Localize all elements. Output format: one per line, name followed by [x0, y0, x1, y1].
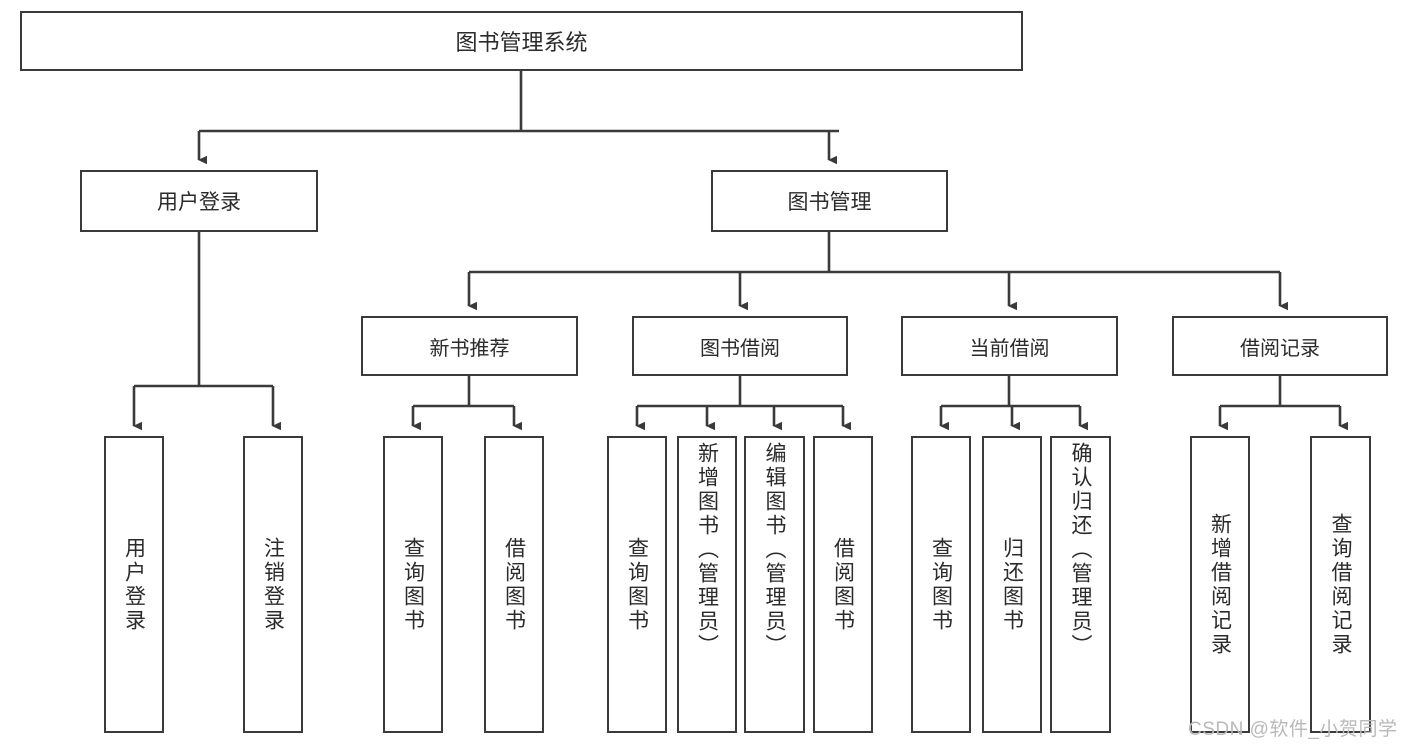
leaf-borrow-books[interactable]: 借阅图书	[813, 436, 873, 733]
node-current-borrowing[interactable]: 当前借阅	[901, 316, 1118, 376]
leaf-add-book-admin-label: 新增图书（管理员）	[695, 442, 719, 658]
leaf-query-books-current-label: 查询图书	[929, 536, 953, 633]
leaf-query-books-current[interactable]: 查询图书	[911, 436, 971, 733]
node-root[interactable]: 图书管理系统	[20, 11, 1023, 71]
node-new-book-recommendation[interactable]: 新书推荐	[361, 316, 578, 376]
leaf-borrow-books-label: 借阅图书	[831, 536, 855, 633]
node-new-book-recommendation-label: 新书推荐	[429, 337, 510, 360]
leaf-add-borrow-record-label: 新增借阅记录	[1208, 512, 1232, 657]
leaf-confirm-return-admin-label: 确认归还（管理员）	[1069, 442, 1092, 658]
node-borrow-records[interactable]: 借阅记录	[1172, 316, 1388, 376]
watermark: CSDN @软件_小贺同学	[1188, 719, 1398, 740]
leaf-query-books-recommendation-label: 查询图书	[401, 536, 425, 633]
node-book-management-label: 图书管理	[787, 191, 872, 214]
leaf-query-borrow-record-label: 查询借阅记录	[1329, 512, 1352, 657]
node-user-login-label: 用户登录	[157, 191, 241, 214]
node-user-login[interactable]: 用户登录	[80, 170, 318, 232]
leaf-borrow-books-recommendation[interactable]: 借阅图书	[484, 436, 544, 733]
leaf-query-books-recommendation[interactable]: 查询图书	[383, 436, 443, 733]
node-book-borrowing-label: 图书借阅	[700, 337, 780, 360]
leaf-query-books-borrowing[interactable]: 查询图书	[607, 436, 667, 733]
leaf-return-books-label: 归还图书	[1000, 536, 1024, 633]
node-book-management[interactable]: 图书管理	[711, 170, 948, 232]
leaf-user-login-label: 用户登录	[122, 536, 146, 633]
leaf-edit-book-admin-label: 编辑图书（管理员）	[763, 442, 786, 658]
leaf-return-books[interactable]: 归还图书	[982, 436, 1042, 733]
leaf-add-book-admin[interactable]: 新增图书（管理员）	[677, 436, 737, 733]
leaf-add-borrow-record[interactable]: 新增借阅记录	[1190, 436, 1250, 733]
leaf-borrow-books-recommendation-label: 借阅图书	[502, 536, 526, 633]
leaf-user-login[interactable]: 用户登录	[104, 436, 164, 733]
node-borrow-records-label: 借阅记录	[1240, 337, 1320, 360]
leaf-query-borrow-record[interactable]: 查询借阅记录	[1310, 436, 1371, 733]
leaf-logout-label: 注销登录	[261, 536, 285, 633]
node-book-borrowing[interactable]: 图书借阅	[632, 316, 848, 376]
leaf-query-books-borrowing-label: 查询图书	[625, 536, 649, 633]
leaf-logout[interactable]: 注销登录	[243, 436, 303, 733]
node-current-borrowing-label: 当前借阅	[969, 337, 1050, 360]
node-root-label: 图书管理系统	[455, 30, 588, 55]
leaf-confirm-return-admin[interactable]: 确认归还（管理员）	[1050, 436, 1111, 733]
leaf-edit-book-admin[interactable]: 编辑图书（管理员）	[744, 436, 805, 733]
